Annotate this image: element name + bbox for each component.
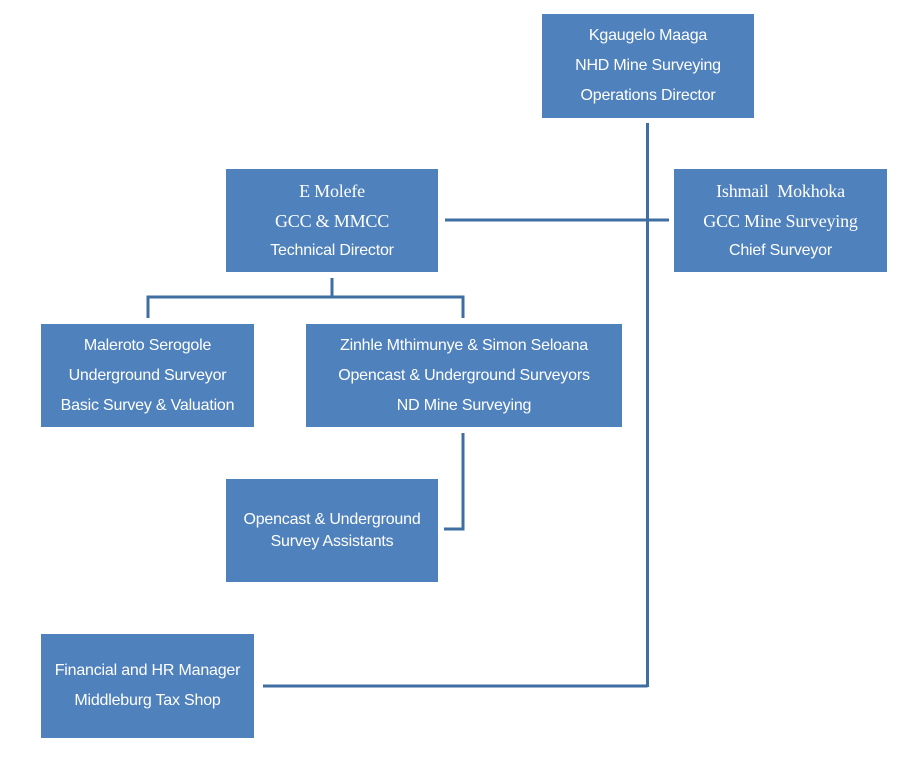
node-technical-director: E Molefe GCC & MMCC Technical Director <box>226 169 438 272</box>
node-role: Operations Director <box>580 87 716 104</box>
node-role: Opencast & Underground <box>243 510 421 528</box>
connector-technical-children <box>146 295 465 318</box>
node-role: Financial and HR Manager <box>54 662 241 679</box>
connector-surveyors-to-assistants <box>444 433 465 531</box>
node-chief-surveyor: Ishmail Mokhoka GCC Mine Surveying Chief… <box>674 169 887 272</box>
node-department: Basic Survey & Valuation <box>60 396 235 414</box>
node-name: Ishmail Mokhoka <box>716 180 845 201</box>
node-operations-director: Kgaugelo Maaga NHD Mine Surveying Operat… <box>542 14 754 118</box>
node-name: Maleroto Serogole <box>83 336 212 354</box>
node-company: Middleburg Tax Shop <box>74 692 221 709</box>
node-company: GCC & MMCC <box>274 210 390 231</box>
node-role: Underground Surveyor <box>68 366 227 384</box>
node-company: NHD Mine Surveying <box>575 57 721 74</box>
node-company: ND Mine Surveying <box>396 396 532 414</box>
node-financial-hr: Financial and HR Manager Middleburg Tax … <box>41 634 254 738</box>
node-role: Technical Director <box>270 241 394 259</box>
node-name: E Molefe <box>299 180 365 201</box>
node-company: GCC Mine Surveying <box>703 210 858 231</box>
node-role: Opencast & Underground Surveyors <box>338 366 590 384</box>
node-role: Chief Surveyor <box>728 241 833 259</box>
node-underground-surveyor: Maleroto Serogole Underground Surveyor B… <box>41 324 254 427</box>
node-name: Kgaugelo Maaga <box>588 27 708 44</box>
node-survey-assistants: Opencast & Underground Survey Assistants <box>226 479 438 582</box>
node-name: Zinhle Mthimunye & Simon Seloana <box>340 336 588 354</box>
node-role-cont: Survey Assistants <box>270 532 394 550</box>
node-opencast-underground-surveyors: Zinhle Mthimunye & Simon Seloana Opencas… <box>306 324 622 427</box>
